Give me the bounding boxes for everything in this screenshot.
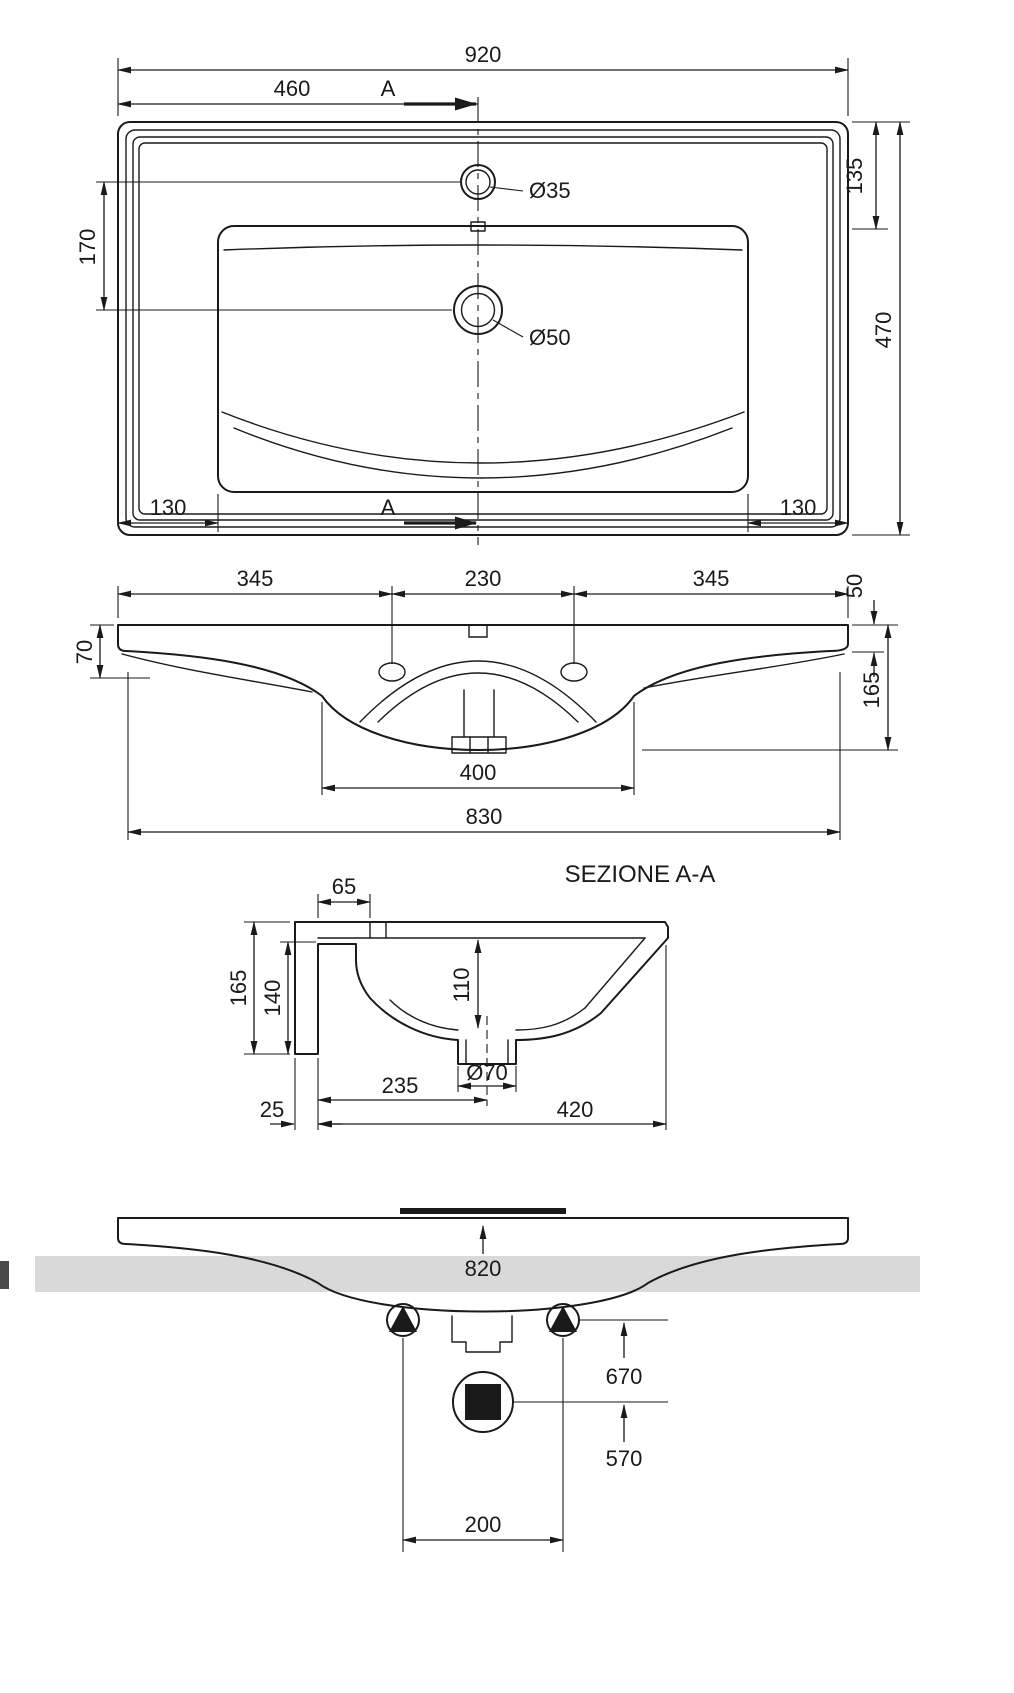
- dim-faucet-setback: 135: [842, 121, 910, 230]
- install-trap: [451, 1315, 513, 1353]
- front-outline: [117, 624, 849, 751]
- dim-70-label: 70: [72, 640, 97, 664]
- dim-front-top-row: 345 230 345: [117, 566, 849, 664]
- dim-140-label: 140: [260, 980, 285, 1017]
- dim-back-wall: 25: [260, 1058, 342, 1130]
- dim-50-label: 50: [842, 574, 867, 598]
- dim-right-margin: 130: [747, 494, 849, 532]
- fixing-point-left: [386, 1303, 420, 1337]
- installation-view: 820 670 570 200: [0, 1208, 920, 1552]
- section-letter-bottom: A: [381, 495, 396, 520]
- dim-fixing-spacing: 200: [402, 1338, 564, 1552]
- dim-basin-depth: 110: [449, 939, 482, 1029]
- section-marker-top: A: [381, 76, 477, 111]
- plan-basin-outline: [217, 221, 749, 493]
- fixing-triangle-right: [549, 1306, 577, 1332]
- dim-235-label: 235: [382, 1073, 419, 1098]
- dim-345-right-label: 345: [693, 566, 730, 591]
- dim-faucet-to-drain: 170: [75, 181, 460, 311]
- dim-820-label: 820: [465, 1256, 502, 1281]
- dim-470-label: 470: [871, 312, 896, 349]
- plan-rim-outline: [117, 121, 849, 536]
- dim-inner-height: 140: [260, 941, 316, 1055]
- section-marker-bottom: A: [381, 495, 477, 530]
- dim-130-left-label: 130: [150, 495, 187, 520]
- fixing-point-right: [546, 1303, 580, 1337]
- dim-center-offset: 460: [117, 76, 478, 108]
- dim-345-left-label: 345: [237, 566, 274, 591]
- dim-edge-thickness: 50: [842, 574, 898, 677]
- dim-left-margin: 130: [117, 494, 219, 532]
- fixing-triangle-left: [389, 1306, 417, 1332]
- drain-hole: Ø50: [453, 285, 571, 350]
- dim-drain-offset: 235: [317, 1058, 488, 1106]
- plan-view: Ø35 Ø50 920 460 A 135: [75, 42, 910, 545]
- dim-bowl-width: 400: [321, 702, 635, 795]
- dim-25-label: 25: [260, 1097, 284, 1122]
- dim-bowl-depth: 165: [642, 624, 898, 751]
- dim-drain-height: 570: [513, 1401, 668, 1471]
- section-outline: [294, 921, 669, 1065]
- wall-band-left-edge: [0, 1261, 9, 1289]
- dim-230-label: 230: [465, 566, 502, 591]
- drain-square: [465, 1384, 501, 1420]
- faucet-hole-dia-label: Ø35: [529, 178, 571, 203]
- dim-underside-width: 830: [127, 672, 841, 840]
- dim-420-label: 420: [557, 1097, 594, 1122]
- dim-o70-label: Ø70: [466, 1060, 508, 1085]
- dim-165-front-label: 165: [859, 672, 884, 709]
- dim-460-label: 460: [274, 76, 311, 101]
- dim-fixing-height: 670: [579, 1319, 668, 1389]
- front-overflow-channel-arch: [359, 660, 597, 723]
- dim-400-label: 400: [460, 760, 497, 785]
- dim-overall-depth: 470: [852, 121, 910, 536]
- front-overflow-slot: [468, 624, 488, 638]
- dim-total-height: 165: [226, 921, 290, 1055]
- dim-drain-hole-dia: Ø70: [457, 1060, 517, 1092]
- dim-front-span: 420: [317, 945, 667, 1130]
- section-view: SEZIONE A-A 65 165 140: [226, 861, 715, 1130]
- dim-rim-height-from-floor: 820: [465, 1225, 502, 1281]
- front-drain-trap: [451, 689, 507, 754]
- dim-670-label: 670: [606, 1364, 643, 1389]
- dim-200-label: 200: [465, 1512, 502, 1537]
- section-inner-lines: [317, 921, 646, 1106]
- dim-135-label: 135: [842, 158, 867, 195]
- front-fixing-holes: [378, 662, 588, 682]
- dim-65-label: 65: [332, 874, 356, 899]
- dim-ledge-offset: 65: [317, 874, 371, 918]
- section-letter-top: A: [381, 76, 396, 101]
- dim-570-label: 570: [606, 1446, 643, 1471]
- dim-920-label: 920: [465, 42, 502, 67]
- dim-830-label: 830: [466, 804, 503, 829]
- faucet-hole: Ø35: [460, 164, 571, 203]
- dim-165-section-label: 165: [226, 970, 251, 1007]
- section-title: SEZIONE A-A: [565, 861, 716, 888]
- drain-connection-point: [452, 1371, 514, 1433]
- dim-170-label: 170: [75, 229, 100, 266]
- wall-mount-reference-mark: [400, 1208, 566, 1214]
- drain-hole-dia-label: Ø50: [529, 325, 571, 350]
- dim-110-label: 110: [449, 967, 474, 1002]
- dim-overall-width: 920: [117, 42, 849, 116]
- front-view: 345 230 345 70 50 165 400: [72, 566, 898, 840]
- installed-basin-silhouette: [117, 1217, 849, 1313]
- dim-rim-height: 70: [72, 624, 150, 679]
- dim-130-right-label: 130: [780, 495, 817, 520]
- front-rim-lip-lines: [121, 653, 845, 693]
- wall-band: [35, 1256, 920, 1292]
